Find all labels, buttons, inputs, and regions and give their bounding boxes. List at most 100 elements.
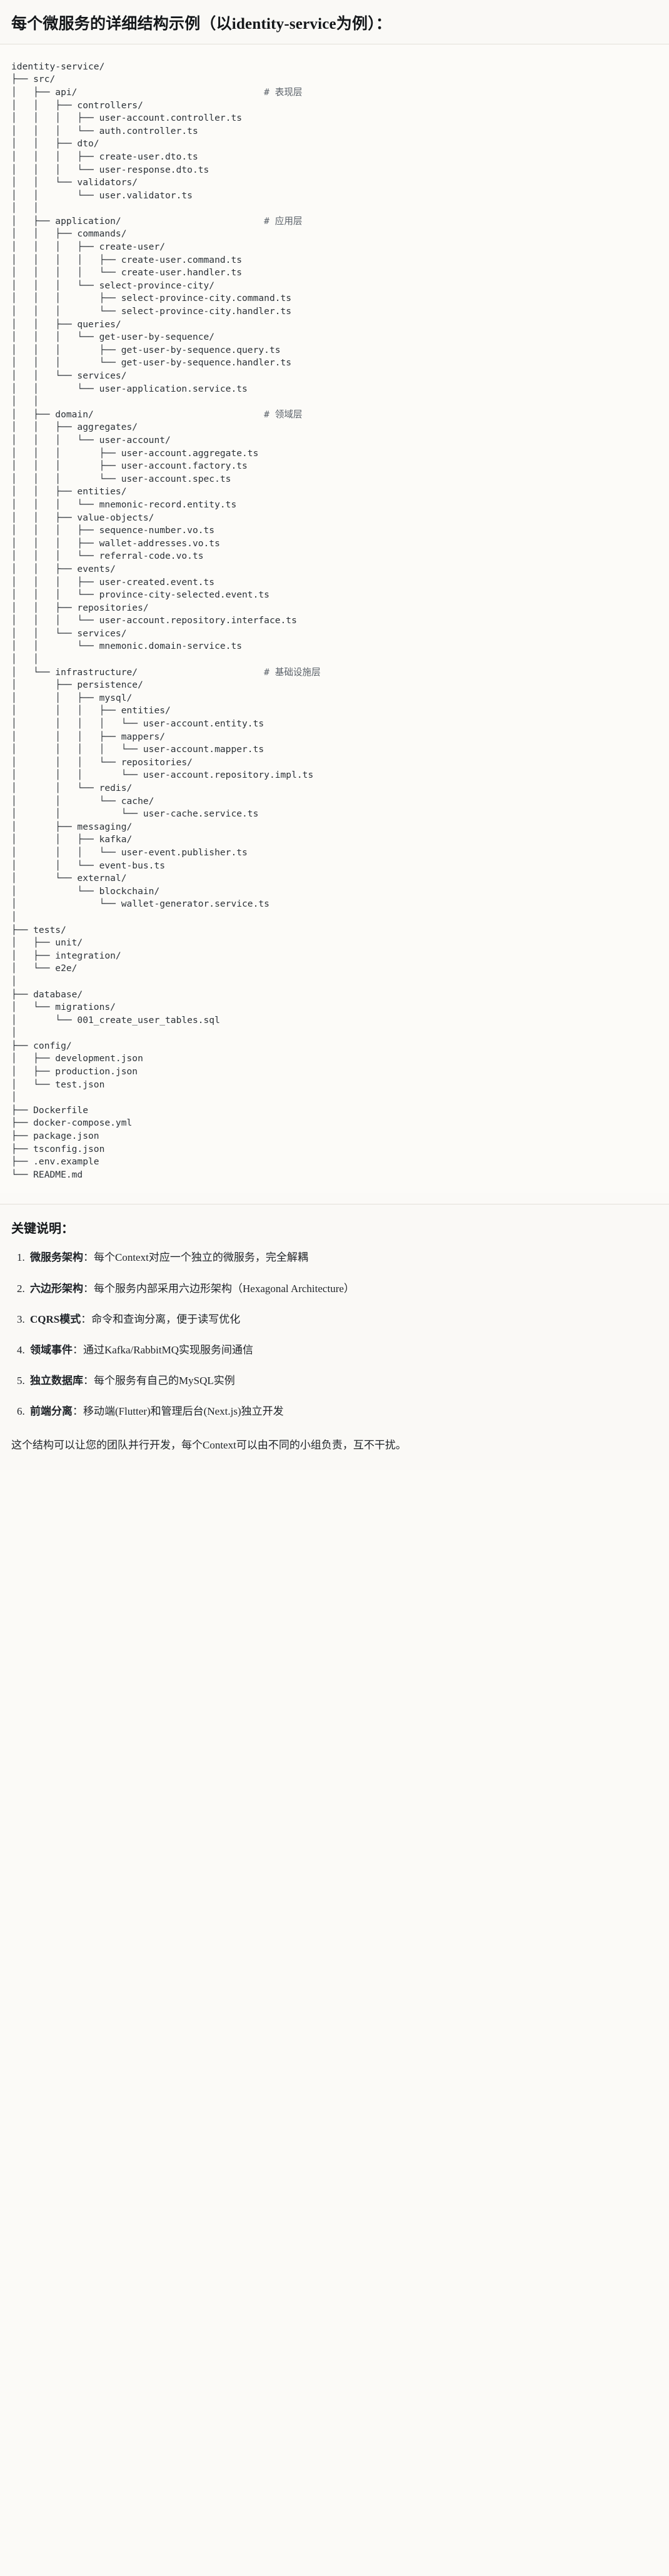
tree-line: │ ├── application/ # 应用层 <box>11 215 303 227</box>
tree-line-comment: # 领域层 <box>264 409 303 420</box>
key-note-description: 移动端(Flutter)和管理后台(Next.js)独立开发 <box>83 1405 284 1418</box>
tree-line: │ │ └── redis/ <box>11 783 133 793</box>
tree-line: │ │ ├── commands/ <box>11 228 127 240</box>
tree-line: │ │ │ └── select-province-city.handler.t… <box>11 306 292 317</box>
tree-line: │ │ │ ├── entities/ <box>11 705 171 716</box>
key-note-item: 六边形架构：每个服务内部采用六边形架构（Hexagonal Architectu… <box>28 1280 658 1297</box>
tree-line: │ │ │ ├── get-user-by-sequence.query.ts <box>11 344 281 355</box>
tree-line: │ │ │ │ └── user-account.entity.ts <box>11 718 264 730</box>
key-note-item: CQRS模式：命令和查询分离，便于读写优化 <box>28 1311 658 1328</box>
tree-line: │ <box>11 1092 17 1103</box>
key-note-description: 通过Kafka/RabbitMQ实现服务间通信 <box>83 1343 253 1356</box>
tree-line: │ │ │ └── user-account.repository.interf… <box>11 615 297 626</box>
key-note-separator: ： <box>83 1251 94 1264</box>
tree-line: │ │ │ ├── mappers/ <box>11 731 166 742</box>
key-note-term: 领域事件 <box>30 1343 73 1356</box>
key-note-term: 微服务架构 <box>30 1251 83 1264</box>
tree-line: ├── src/ <box>11 74 56 85</box>
tree-line: │ ├── domain/ # 领域层 <box>11 409 303 420</box>
tree-line: │ │ │ ├── user-account.factory.ts <box>11 461 248 472</box>
tree-line: │ │ <box>11 203 39 214</box>
tree-line: │ │ ├── entities/ <box>11 486 127 497</box>
tree-line: │ │ │ └── select-province-city/ <box>11 280 215 291</box>
tree-line: │ ├── api/ # 表现层 <box>11 86 303 98</box>
tree-line: ├── tsconfig.json <box>11 1143 105 1154</box>
tree-line: ├── config/ <box>11 1040 72 1051</box>
directory-tree: identity-service/ ├── src/ │ ├── api/ # … <box>11 61 658 1182</box>
key-note-item: 前端分离：移动端(Flutter)和管理后台(Next.js)独立开发 <box>28 1403 658 1420</box>
tree-line: │ │ │ └── user-account.repository.impl.t… <box>11 770 314 781</box>
tree-line: │ └── migrations/ <box>11 1002 116 1013</box>
tree-line: │ │ <box>11 654 39 665</box>
tree-line: │ │ │ └── user-account/ <box>11 434 171 445</box>
tree-line: │ │ │ │ └── create-user.handler.ts <box>11 267 243 278</box>
tree-line: │ │ │ ├── user-created.event.ts <box>11 576 215 588</box>
tree-line: │ │ │ ├── user-account.aggregate.ts <box>11 447 259 459</box>
tree-line: identity-service/ <box>11 61 105 72</box>
tree-line: │ │ │ ├── wallet-addresses.vo.ts <box>11 537 220 549</box>
tree-line: │ │ │ └── get-user-by-sequence.handler.t… <box>11 357 292 369</box>
tree-line: │ │ └── services/ <box>11 370 127 381</box>
tree-line: └── README.md <box>11 1169 83 1180</box>
directory-tree-block: identity-service/ ├── src/ │ ├── api/ # … <box>0 44 669 1193</box>
tree-line: │ │ ├── kafka/ <box>11 834 133 845</box>
tree-line: │ ├── development.json <box>11 1053 143 1064</box>
tree-line: │ │ └── user.validator.ts <box>11 190 193 201</box>
tree-line: │ │ └── services/ <box>11 628 127 639</box>
tree-line: │ │ │ ├── create-user.dto.ts <box>11 151 198 162</box>
closing-paragraph: 这个结构可以让您的团队并行开发，每个Context可以由不同的小组负责，互不干扰… <box>11 1438 406 1451</box>
key-note-description: 每个服务内部采用六边形架构（Hexagonal Architecture） <box>94 1282 355 1295</box>
key-note-separator: ： <box>73 1405 83 1418</box>
tree-line: │ │ ├── mysql/ <box>11 692 133 703</box>
tree-line: │ ├── messaging/ <box>11 821 133 832</box>
tree-line-comment: # 应用层 <box>264 215 303 227</box>
tree-line: │ │ └── cache/ <box>11 795 154 807</box>
tree-line: │ ├── persistence/ <box>11 680 143 691</box>
tree-line: │ │ │ └── auth.controller.ts <box>11 125 198 136</box>
tree-line: │ <box>11 1027 17 1039</box>
tree-line: │ └── e2e/ <box>11 963 78 974</box>
tree-line: │ └── blockchain/ <box>11 885 160 897</box>
tree-line-comment: # 基础设施层 <box>264 666 321 678</box>
tree-line: ├── Dockerfile <box>11 1104 89 1116</box>
tree-line: │ │ │ └── repositories/ <box>11 756 193 768</box>
key-note-separator: ： <box>83 1282 94 1295</box>
tree-line: │ │ └── event-bus.ts <box>11 860 166 871</box>
key-note-item: 微服务架构：每个Context对应一个独立的微服务，完全解耦 <box>28 1249 658 1266</box>
key-note-term: 独立数据库 <box>30 1375 83 1387</box>
tree-line: │ │ └── user-cache.service.ts <box>11 808 259 820</box>
tree-line: │ └── infrastructure/ # 基础设施层 <box>11 666 321 678</box>
tree-line: │ │ │ │ ├── create-user.command.ts <box>11 254 243 265</box>
tree-line: │ │ │ ├── user-account.controller.ts <box>11 113 243 124</box>
tree-line: │ <box>11 911 17 922</box>
key-note-term: CQRS模式 <box>30 1313 81 1325</box>
key-note-separator: ： <box>83 1375 94 1387</box>
tree-line: ├── database/ <box>11 989 83 1000</box>
tree-line: │ │ ├── value-objects/ <box>11 512 154 523</box>
tree-line: │ │ <box>11 396 39 407</box>
page-title: 每个微服务的详细结构示例（以identity-service为例）： <box>11 16 392 33</box>
tree-line: ├── tests/ <box>11 924 66 935</box>
tree-line: │ │ ├── events/ <box>11 563 116 574</box>
tree-line-comment: # 表现层 <box>264 86 303 98</box>
key-note-term: 前端分离 <box>30 1405 73 1418</box>
tree-line: │ ├── integration/ <box>11 950 121 961</box>
tree-line: │ │ └── user-application.service.ts <box>11 383 248 394</box>
key-notes-title: 关键说明： <box>11 1222 74 1236</box>
tree-line: │ │ └── mnemonic.domain-service.ts <box>11 641 243 652</box>
key-note-separator: ： <box>81 1313 92 1325</box>
key-note-description: 每个服务有自己的MySQL实例 <box>94 1375 235 1387</box>
key-note-item: 独立数据库：每个服务有自己的MySQL实例 <box>28 1372 658 1389</box>
tree-line: │ │ └── validators/ <box>11 177 138 188</box>
tree-line: │ │ │ └── referral-code.vo.ts <box>11 551 204 562</box>
tree-line: │ │ │ ├── select-province-city.command.t… <box>11 293 292 304</box>
tree-line: │ └── external/ <box>11 873 127 884</box>
key-note-separator: ： <box>73 1343 83 1356</box>
tree-line: │ │ ├── aggregates/ <box>11 422 138 433</box>
key-note-item: 领域事件：通过Kafka/RabbitMQ实现服务间通信 <box>28 1341 658 1358</box>
tree-line: │ │ │ ├── create-user/ <box>11 242 166 253</box>
key-notes-section: 关键说明： 微服务架构：每个Context对应一个独立的微服务，完全解耦六边形架… <box>0 1204 669 1470</box>
key-note-term: 六边形架构 <box>30 1282 83 1295</box>
tree-line: │ │ │ └── user-response.dto.ts <box>11 164 209 175</box>
tree-line: │ │ │ └── province-city-selected.event.t… <box>11 589 269 601</box>
